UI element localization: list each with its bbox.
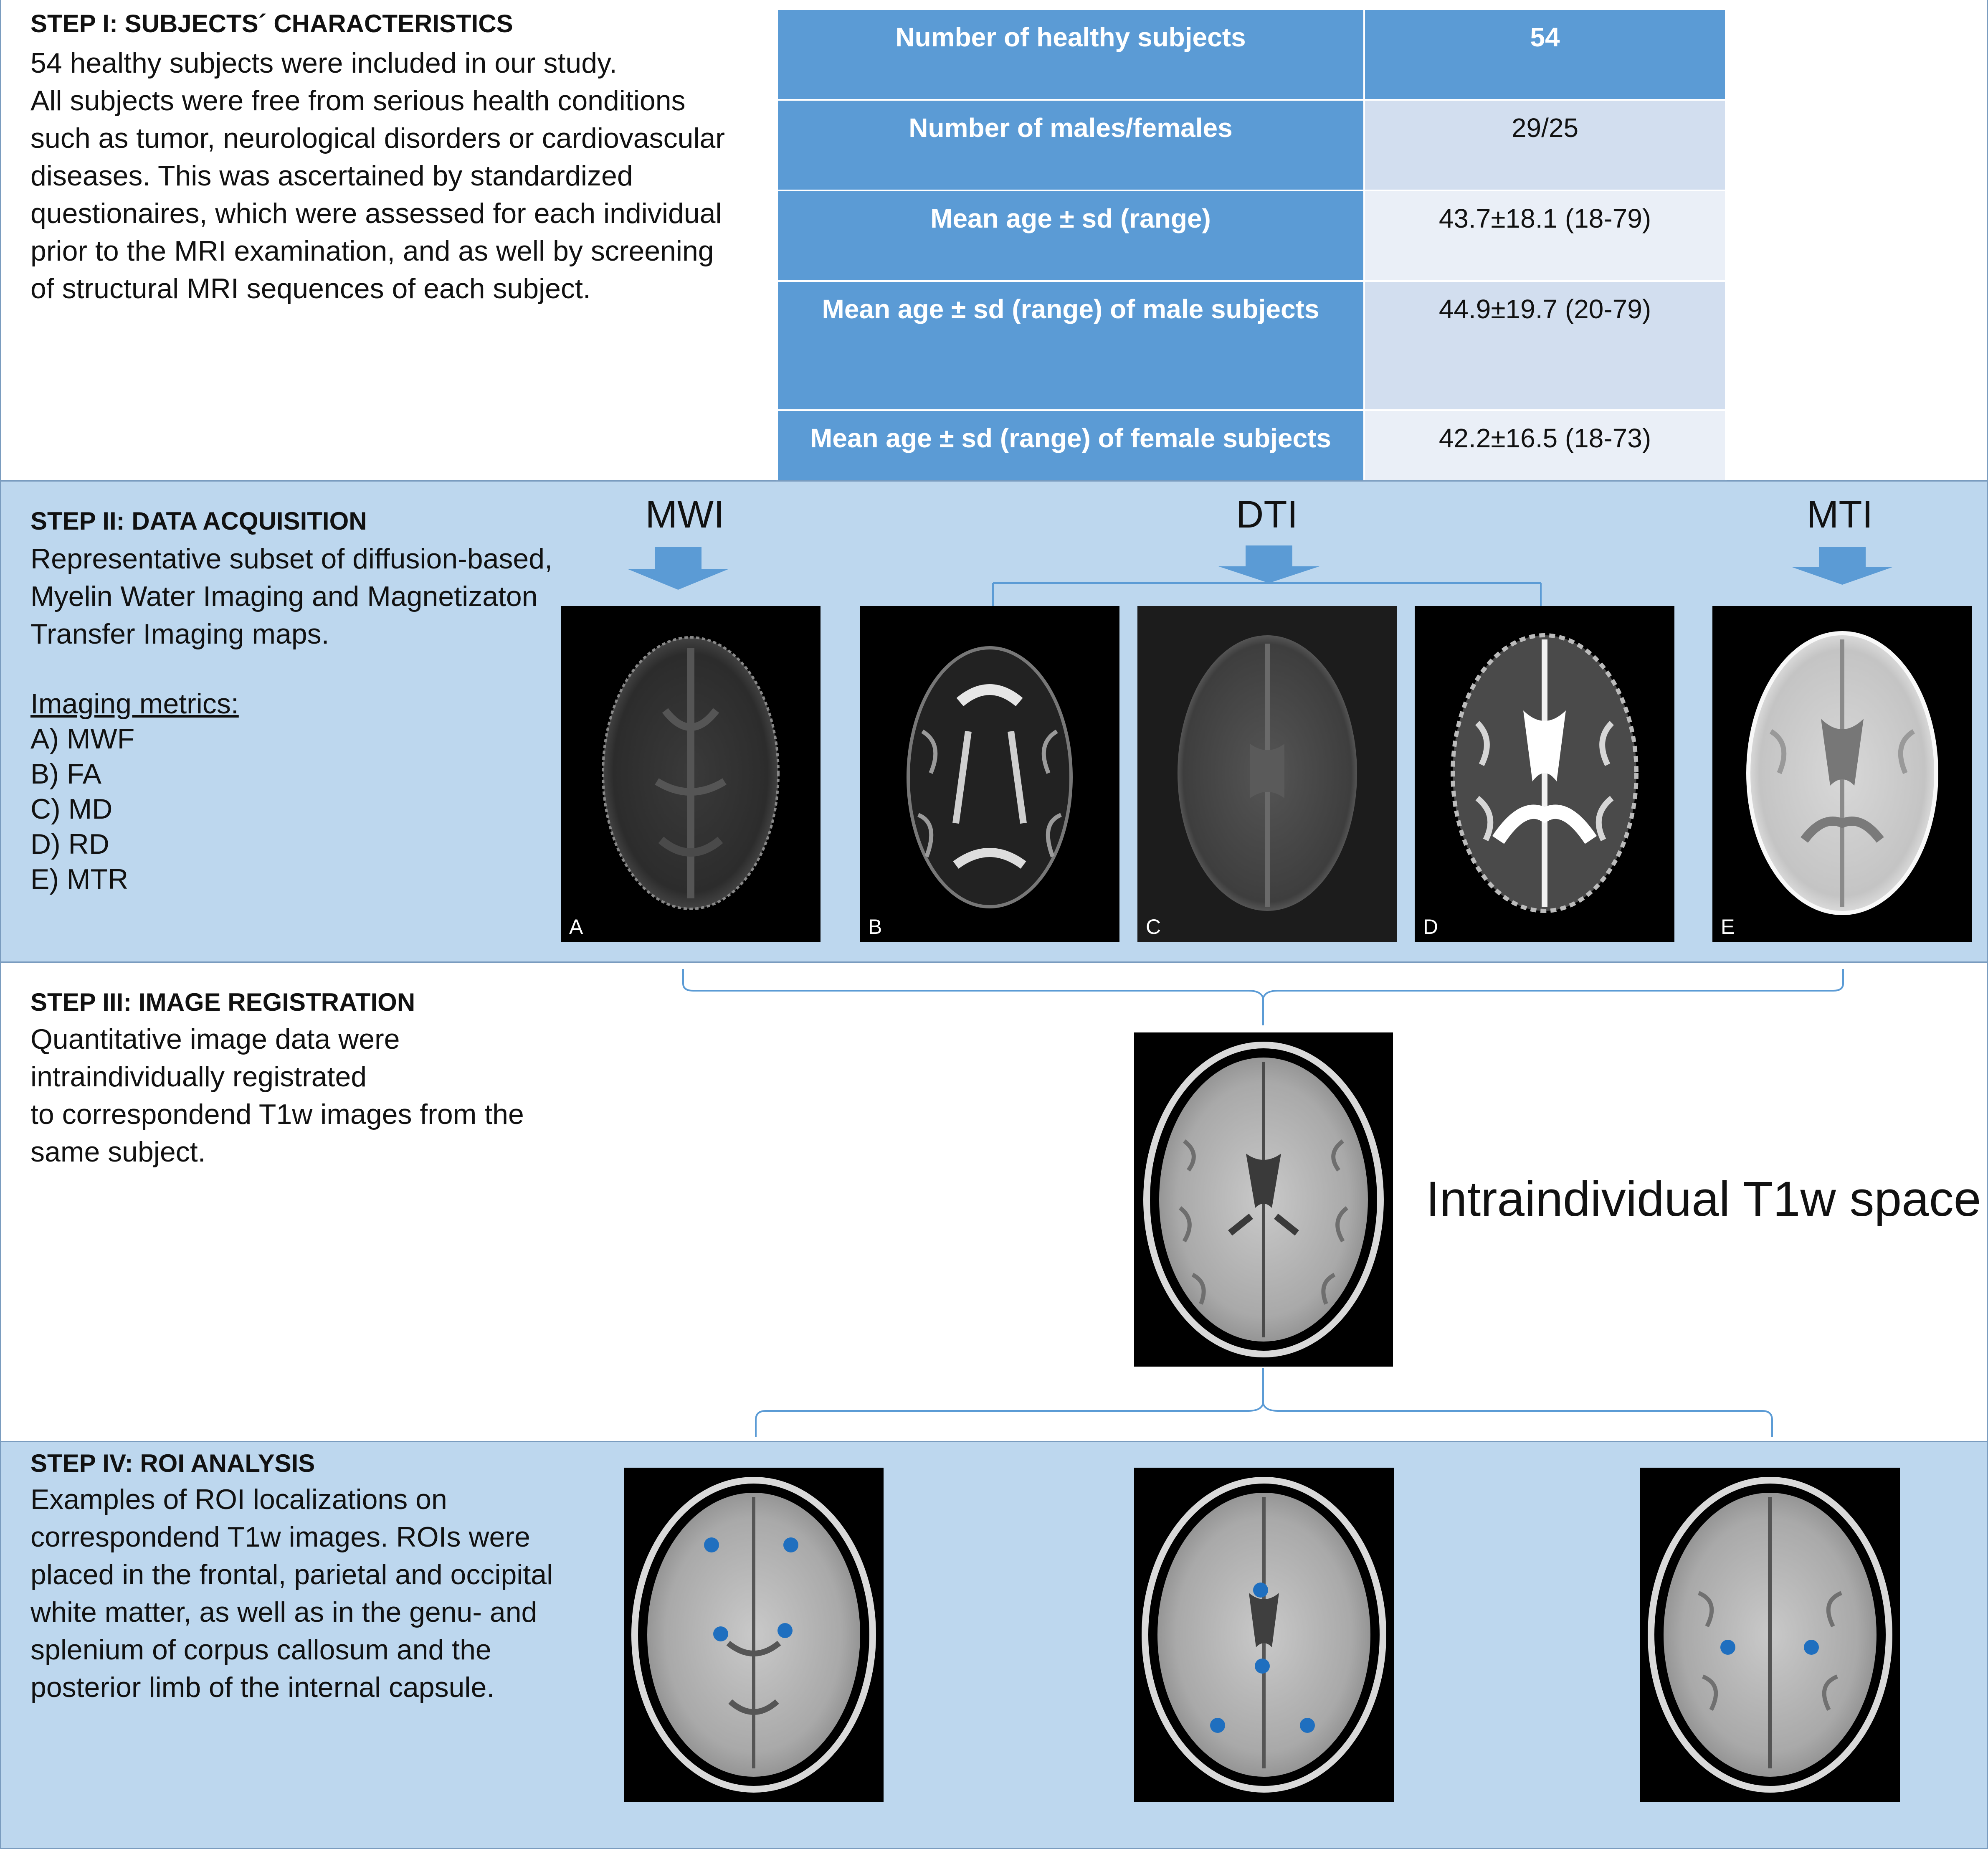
step4-line: posterior limb of the internal capsule. bbox=[30, 1671, 495, 1703]
table-label-cell: Number of healthy subjects bbox=[776, 8, 1365, 101]
step2-line: Transfer Imaging maps. bbox=[30, 618, 329, 650]
roi-marker bbox=[1210, 1718, 1225, 1733]
metric-item: E) MTR bbox=[30, 863, 129, 895]
step3-heading: STEP III: IMAGE REGISTRATION bbox=[30, 988, 415, 1016]
modality-label-mwi: MWI bbox=[645, 493, 724, 536]
brain-icon bbox=[1746, 631, 1938, 915]
step1-line: 54 healthy subjects were included in our… bbox=[30, 47, 617, 79]
fa-map-image: B bbox=[860, 606, 1119, 942]
roi-image-3 bbox=[1640, 1468, 1900, 1802]
table-label-cell: Mean age ± sd (range) bbox=[776, 190, 1365, 282]
step2-line: Representative subset of diffusion-based… bbox=[30, 543, 552, 575]
modality-label-dti: DTI bbox=[1236, 493, 1298, 536]
table-row: Mean age ± sd (range) 43.7±18.1 (18-79) bbox=[776, 190, 1727, 282]
step4-line: correspondend T1w images. ROIs were bbox=[30, 1521, 530, 1553]
brain-icon bbox=[1451, 633, 1639, 913]
step3-line: Quantitative image data were bbox=[30, 1023, 400, 1055]
step4-description: Examples of ROI localizations on corresp… bbox=[30, 1481, 553, 1706]
brain-icon bbox=[907, 646, 1073, 908]
step4-line: Examples of ROI localizations on bbox=[30, 1484, 447, 1515]
table-value-cell: 29/25 bbox=[1363, 99, 1727, 191]
roi-marker bbox=[783, 1537, 798, 1552]
brain-icon bbox=[1142, 1477, 1386, 1793]
step3-line: same subject. bbox=[30, 1136, 206, 1168]
table-value-cell: 43.7±18.1 (18-79) bbox=[1363, 190, 1727, 282]
metric-item: B) FA bbox=[30, 758, 102, 790]
roi-marker bbox=[1255, 1659, 1270, 1674]
panel-letter-b: B bbox=[868, 915, 882, 938]
subject-characteristics-table: Number of healthy subjects 54 Number of … bbox=[776, 8, 1727, 542]
md-map-image: C bbox=[1137, 606, 1397, 942]
brain-icon bbox=[1648, 1477, 1892, 1793]
step1-line: prior to the MRI examination, and as wel… bbox=[30, 235, 714, 267]
panel-letter-d: D bbox=[1423, 915, 1438, 938]
step1-line: diseases. This was ascertained by standa… bbox=[30, 160, 633, 192]
table-value-cell: 54 bbox=[1363, 8, 1727, 101]
step3-section: STEP III: IMAGE REGISTRATION Quantitativ… bbox=[0, 962, 1988, 1443]
metric-item: A) MWF bbox=[30, 723, 135, 755]
step3-line: to correspondend T1w images from the bbox=[30, 1098, 524, 1130]
modality-label-mti: MTI bbox=[1806, 493, 1873, 536]
metric-item: D) RD bbox=[30, 828, 109, 860]
rd-map-image: D bbox=[1415, 606, 1674, 942]
brain-icon bbox=[1137, 606, 1397, 942]
t1w-space-label: Intraindividual T1w space bbox=[1426, 1172, 1981, 1227]
roi-marker bbox=[1804, 1640, 1819, 1655]
roi-image-2 bbox=[1134, 1468, 1394, 1802]
panel-letter-e: E bbox=[1721, 915, 1735, 938]
roi-marker bbox=[704, 1537, 719, 1552]
panel-letter-a: A bbox=[569, 915, 583, 938]
step1-description: 54 healthy subjects were included in our… bbox=[30, 44, 725, 307]
step1-section: STEP I: SUBJECTS´ CHARACTERISTICS 54 hea… bbox=[0, 0, 1988, 542]
step3-description: Quantitative image data were intraindivi… bbox=[30, 1020, 524, 1171]
table-label-cell: Mean age ± sd (range) of male subjects bbox=[776, 280, 1365, 411]
panel-letter-c: C bbox=[1146, 915, 1161, 938]
step2-heading: STEP II: DATA ACQUISITION bbox=[30, 507, 367, 535]
metric-item: C) MD bbox=[30, 793, 113, 825]
t1w-reference-image bbox=[1134, 1032, 1393, 1367]
step1-heading: STEP I: SUBJECTS´ CHARACTERISTICS bbox=[30, 10, 513, 38]
roi-marker bbox=[1253, 1583, 1268, 1598]
table-row: Number of healthy subjects 54 bbox=[776, 8, 1727, 101]
step2-description: Representative subset of diffusion-based… bbox=[30, 540, 552, 897]
brain-icon bbox=[1143, 1042, 1384, 1357]
brain-icon bbox=[602, 636, 780, 910]
step4-line: white matter, as well as in the genu- an… bbox=[30, 1596, 537, 1628]
step3-line: intraindividually registrated bbox=[30, 1061, 367, 1093]
brain-icon bbox=[631, 1477, 876, 1793]
imaging-metrics-title: Imaging metrics: bbox=[30, 688, 239, 720]
roi-marker bbox=[1300, 1718, 1315, 1733]
table-row: Number of males/females 29/25 bbox=[776, 99, 1727, 191]
roi-image-1 bbox=[624, 1468, 884, 1802]
mtr-map-image: E bbox=[1712, 606, 1972, 942]
roi-marker bbox=[1720, 1640, 1735, 1655]
step2-line: Myelin Water Imaging and Magnetizaton bbox=[30, 581, 538, 612]
step4-heading: STEP IV: ROI ANALYSIS bbox=[30, 1449, 315, 1477]
roi-marker bbox=[713, 1626, 728, 1641]
step1-line: All subjects were free from serious heal… bbox=[30, 85, 686, 117]
step4-line: placed in the frontal, parietal and occi… bbox=[30, 1559, 553, 1590]
table-label-cell: Number of males/females bbox=[776, 99, 1365, 191]
step1-line: such as tumor, neurological disorders or… bbox=[30, 122, 725, 154]
step1-line: of structural MRI sequences of each subj… bbox=[30, 273, 591, 304]
table-row: Mean age ± sd (range) of male subjects 4… bbox=[776, 280, 1727, 411]
step1-line: questionaires, which were assessed for e… bbox=[30, 198, 722, 229]
table-value-cell: 44.9±19.7 (20-79) bbox=[1363, 280, 1727, 411]
roi-marker bbox=[777, 1623, 793, 1638]
mwf-map-image: A bbox=[561, 606, 821, 942]
step4-line: splenium of corpus callosum and the bbox=[30, 1634, 491, 1666]
